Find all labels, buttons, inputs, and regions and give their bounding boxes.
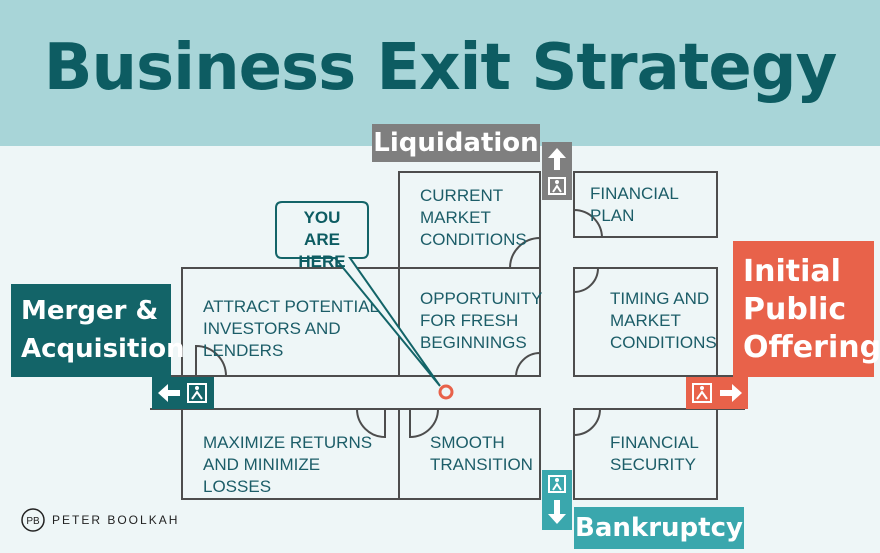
peter-boolkah-logo-icon: PB <box>21 508 45 532</box>
emergency-exit-icon <box>548 475 566 493</box>
exit-ipo-label: Initial Public Offering <box>743 254 880 365</box>
exit-merger: Merger & Acquisition <box>11 284 185 377</box>
room-label-financial-plan: FINANCIAL PLAN <box>590 184 679 225</box>
exit-ipo: Initial Public Offering <box>733 241 880 377</box>
exit-merger-label: Merger & Acquisition <box>21 296 185 364</box>
room-opportunity <box>398 267 541 377</box>
ipo-exit-sign <box>686 377 748 409</box>
exit-liquidation: Liquidation <box>372 124 540 162</box>
room-label-current-market: CURRENT MARKET CONDITIONS <box>420 186 527 249</box>
exit-bankruptcy: Bankruptcy <box>574 507 744 549</box>
emergency-exit-icon <box>692 383 712 403</box>
logo-initials: PB <box>26 516 40 527</box>
arrow-left-icon <box>158 384 180 402</box>
emergency-exit-icon <box>548 177 566 195</box>
you-are-here-label: YOU ARE HERE <box>298 208 346 271</box>
location-marker-icon <box>438 384 454 400</box>
room-maximize <box>181 408 400 500</box>
liquidation-exit-sign <box>542 142 572 200</box>
room-label-timing: TIMING AND MARKET CONDITIONS <box>610 289 717 352</box>
room-timing <box>573 267 718 377</box>
room-smooth <box>398 408 541 500</box>
arrow-up-icon <box>548 148 566 170</box>
room-label-opportunity: OPPORTUNITY FOR FRESH BEGINNINGS <box>420 289 543 352</box>
page-title: Business Exit Strategy <box>43 31 838 105</box>
room-security <box>573 408 718 500</box>
bankruptcy-exit-sign <box>542 470 572 530</box>
room-label-attract: ATTRACT POTENTIAL INVESTORS AND LENDERS <box>203 297 379 360</box>
header-band <box>0 0 880 146</box>
room-financial-plan <box>573 171 718 238</box>
merger-exit-sign <box>152 377 214 409</box>
room-label-smooth: SMOOTH TRANSITION <box>430 433 533 474</box>
arrow-right-icon <box>720 384 742 402</box>
logo-name: PETER BOOLKAH <box>52 513 180 527</box>
room-label-security: FINANCIAL SECURITY <box>610 433 699 474</box>
arrow-down-icon <box>548 500 566 524</box>
room-label-maximize: MAXIMIZE RETURNS AND MINIMIZE LOSSES <box>203 433 373 496</box>
emergency-exit-icon <box>187 383 207 403</box>
